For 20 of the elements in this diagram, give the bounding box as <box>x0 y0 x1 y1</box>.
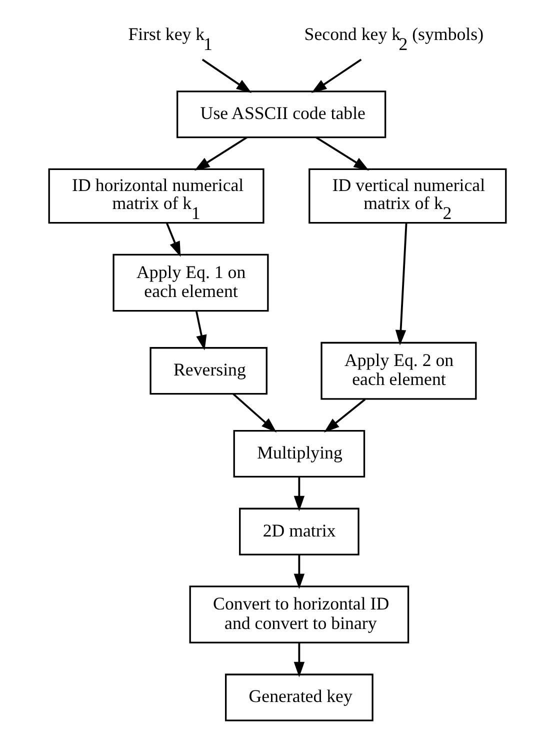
arrow <box>294 643 305 678</box>
node-box: Generated key <box>225 674 374 722</box>
arrow <box>232 393 277 432</box>
node-box: Convert to horizontal ID and convert to binary <box>189 586 410 644</box>
node-box: Apply Eq. 2 on each element <box>320 342 477 400</box>
arrow <box>202 58 252 93</box>
arrow <box>395 223 408 346</box>
node-box: Apply Eq. 1 on each element <box>112 254 269 312</box>
arrow <box>324 398 366 432</box>
arrow <box>311 58 362 93</box>
node-box: Multiplying <box>233 430 366 478</box>
arrow <box>294 476 305 512</box>
node-box: 2D matrix <box>239 508 360 556</box>
arrow <box>194 136 248 171</box>
arrow <box>316 136 370 171</box>
arrow <box>294 554 305 590</box>
node-box: Reversing <box>150 347 268 395</box>
node-box: Use ASSCII code table <box>176 90 386 138</box>
arrow <box>195 310 207 350</box>
arrow <box>166 222 181 257</box>
